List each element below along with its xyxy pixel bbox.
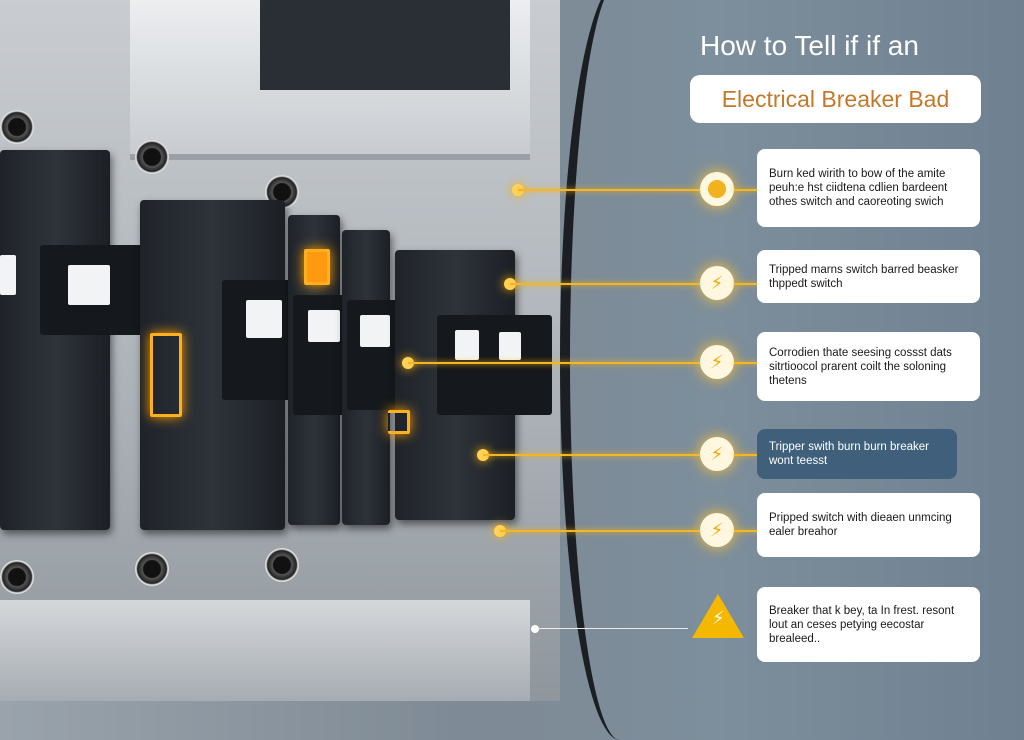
callout-card: Pripped switch with dieaen unmcing ealer… [757,493,980,557]
callout-card-highlighted: Tripper swith burn burn breaker wont tee… [757,429,957,479]
callout-card: Corrodien thate seesing cossst dats sitr… [757,332,980,401]
callout-card: Burn ked wirith to bow of the amite peuh… [757,149,980,227]
callout-line [538,628,688,629]
lightning-icon: ⚡ [700,345,734,379]
screw-icon [0,110,34,144]
breaker [0,150,145,530]
breaker [140,200,307,530]
screw-icon [265,548,299,582]
warning-glow [388,410,410,434]
warning-glow [304,249,330,285]
warning-glow [150,333,182,417]
panel-rail [0,600,530,701]
screw-icon [135,552,169,586]
callout-card: Tripped marns switch barred beasker thpp… [757,250,980,303]
callout-line [734,362,757,364]
warning-icon: ⚡ [692,594,744,638]
breaker [395,250,552,520]
page-title: How to Tell if if an [700,30,919,61]
callout-line [500,530,700,532]
callout-line [734,530,757,532]
callout-line [734,189,757,191]
callout-line [510,283,700,285]
callout-card: Breaker that k bey, ta In frest. resont … [757,587,980,662]
title-banner: Electrical Breaker Bad [690,75,981,123]
callout-line [483,454,700,456]
screw-icon [0,560,34,594]
breaker [342,230,417,525]
breaker-panel [0,0,560,701]
callout-line [518,189,700,191]
circle-icon [700,172,734,206]
lightning-icon: ⚡ [700,266,734,300]
callout-dot [531,625,539,633]
callout-line [408,362,700,364]
lightning-icon: ⚡ [700,437,734,471]
screw-icon [135,140,169,174]
lightning-icon: ⚡ [700,513,734,547]
panel-window [260,0,510,90]
panel-edge [560,0,680,740]
callout-line [734,283,757,285]
callout-line [734,454,757,456]
